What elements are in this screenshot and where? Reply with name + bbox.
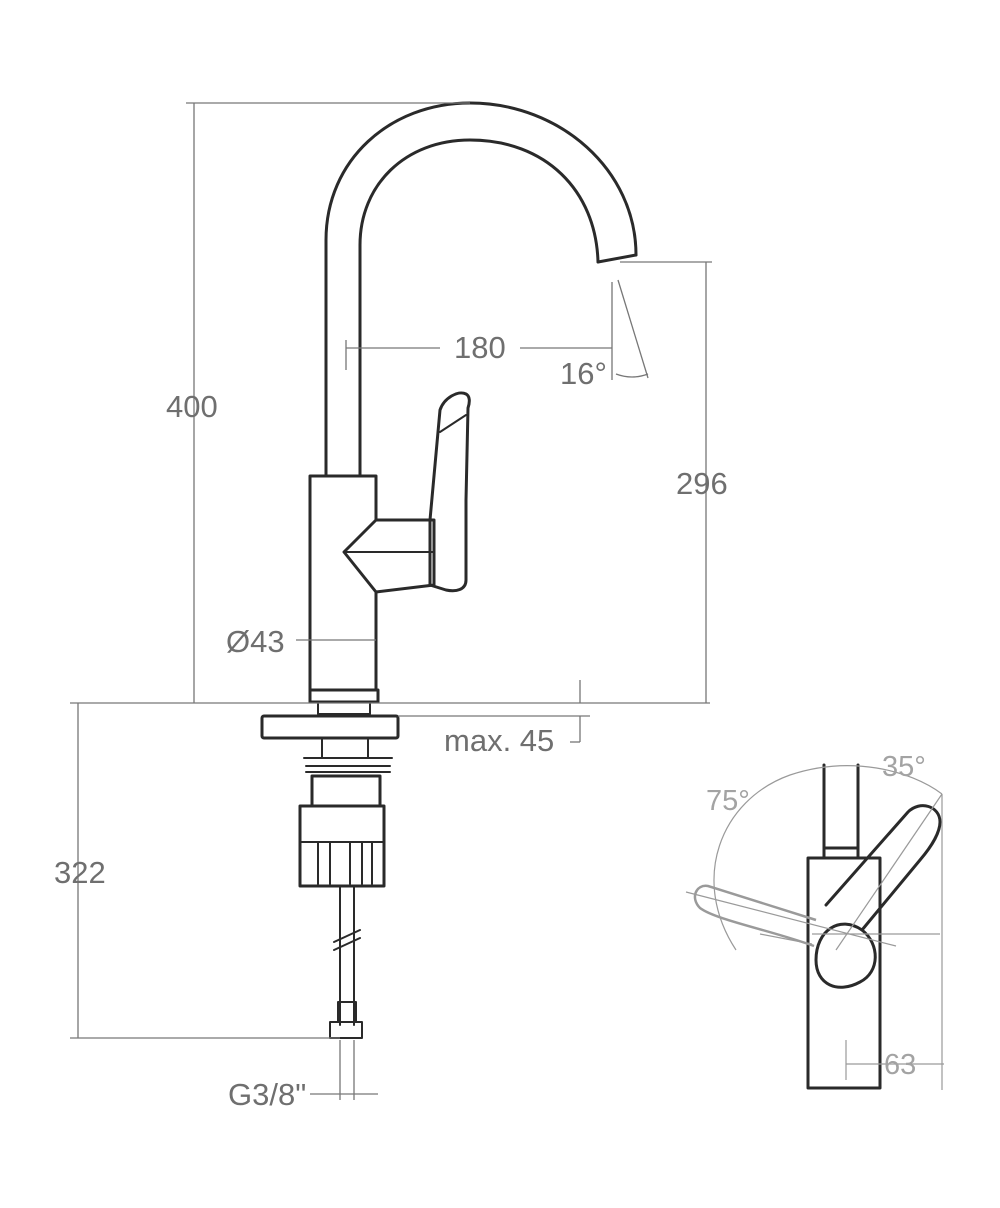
spout-tip <box>596 253 638 264</box>
handle-detail-view: 75° 35° 63 <box>685 751 944 1090</box>
label-deck-thickness: max. 45 <box>444 723 554 758</box>
detail-column <box>806 763 882 1090</box>
base-ring-lower <box>317 701 371 715</box>
dimension-lines <box>70 102 712 1100</box>
deck-plate <box>260 714 400 740</box>
label-rotation-right: 35° <box>882 751 926 783</box>
dimension-labels: 400 180 16° 296 Ø43 max. 45 322 G3/8" <box>54 330 728 1112</box>
label-rotation-left: 75° <box>706 785 750 817</box>
spout-inner <box>358 138 600 478</box>
lever-handle <box>428 391 471 593</box>
label-height-total: 400 <box>166 389 218 424</box>
mounting-stud <box>310 774 382 808</box>
detail-hub <box>814 922 877 989</box>
lever-stripe <box>439 414 467 433</box>
label-spout-angle: 16° <box>560 356 607 391</box>
fixing-nut-ribs <box>299 841 385 885</box>
label-offset: 63 <box>884 1049 916 1081</box>
label-spout-height: 296 <box>676 466 728 501</box>
fixing-nut <box>298 804 386 888</box>
valve-hub <box>342 518 436 594</box>
spout-outer <box>324 101 638 478</box>
detail-lever-raised <box>824 804 942 932</box>
base-ring <box>308 688 380 704</box>
label-body-diameter: Ø43 <box>226 624 285 659</box>
hose <box>333 885 361 1026</box>
label-connection: G3/8" <box>228 1077 306 1112</box>
faucet-main-view <box>260 101 638 1039</box>
mounting-thread <box>321 737 369 759</box>
detail-lever-lowered <box>693 884 817 948</box>
faucet-body <box>308 474 378 692</box>
label-reach: 180 <box>454 330 506 365</box>
label-hose-length: 322 <box>54 855 106 890</box>
mounting-washers <box>303 757 393 773</box>
hose-connector <box>329 1001 363 1039</box>
